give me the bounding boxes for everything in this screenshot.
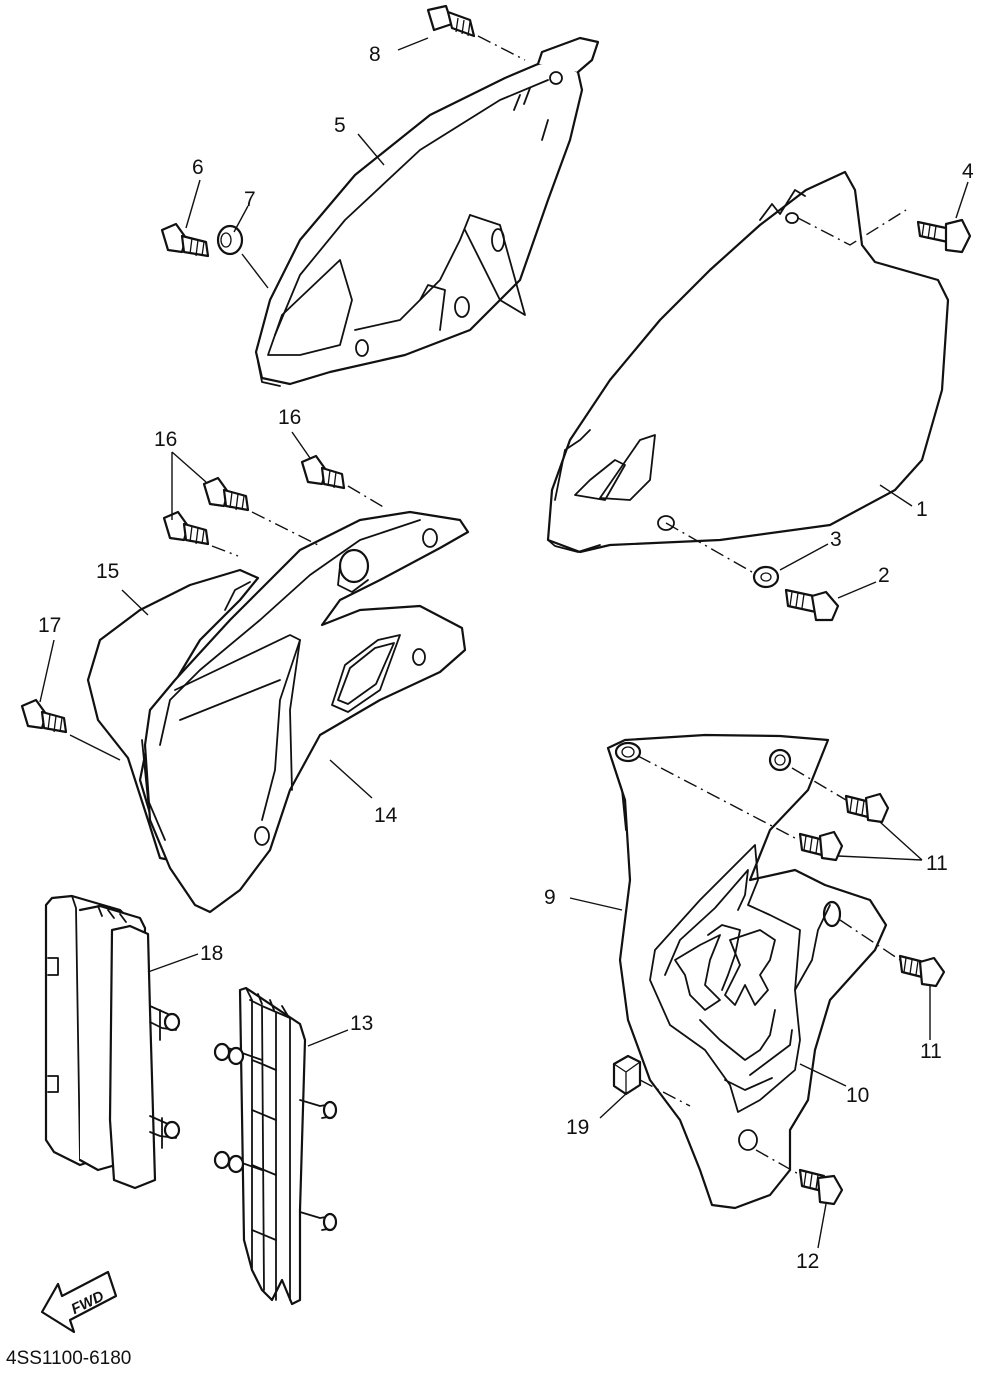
label-part-11-lower: 11 — [920, 1040, 942, 1063]
part-8-bolt — [426, 4, 526, 61]
part-5-side-cover — [254, 36, 600, 387]
part-7-collar — [216, 224, 269, 289]
label-part-2: 2 — [878, 564, 890, 587]
label-part-11-upper: 11 — [926, 852, 948, 875]
label-part-10: 10 — [846, 1084, 869, 1107]
label-part-8: 8 — [369, 43, 381, 66]
part-16-bolt-mid — [202, 476, 319, 546]
label-part-13: 13 — [350, 1012, 373, 1035]
label-part-17: 17 — [38, 614, 61, 637]
forward-arrow: FWD — [40, 1270, 118, 1334]
part-16-bolt-lower — [162, 510, 239, 557]
label-part-15: 15 — [96, 560, 119, 583]
part-2-bolt — [784, 588, 840, 622]
part-3-collar — [752, 565, 780, 589]
label-part-7: 7 — [244, 188, 256, 211]
part-12-bolt — [798, 1168, 844, 1206]
part-19-clip-nut — [612, 1054, 691, 1107]
part-6-bolt — [160, 222, 210, 258]
label-part-16-left: 16 — [154, 428, 177, 451]
part-1-side-panel — [546, 170, 950, 573]
label-part-5: 5 — [334, 114, 346, 137]
label-part-4: 4 — [962, 160, 974, 183]
part-9-shroud — [606, 733, 888, 1210]
part-4-bolt — [916, 218, 972, 254]
label-part-9: 9 — [544, 886, 556, 909]
part-14-radiator-shroud — [141, 510, 470, 914]
leader-lines — [39, 37, 969, 1249]
assembly-line-9-c — [839, 919, 901, 961]
label-part-19: 19 — [566, 1116, 589, 1139]
part-11-bolt-a — [844, 792, 890, 824]
part-number-labels: 8 5 6 7 4 1 3 2 16 16 15 17 14 18 13 9 1… — [6, 43, 974, 1369]
part-10-graphic — [649, 844, 801, 1113]
drawing-code: 4SS1100-6180 — [6, 1348, 131, 1368]
assembly-line-9-a — [637, 755, 796, 839]
label-part-3: 3 — [830, 528, 842, 551]
assembly-line-9-d — [755, 1149, 803, 1177]
part-11-bolt-b — [798, 830, 844, 862]
part-11-bolt-c — [898, 954, 946, 988]
part-18-radiator-guard — [44, 894, 181, 1190]
part-16-bolt-upper — [300, 454, 386, 509]
assembly-line-9-b — [791, 767, 847, 801]
part-17-bolt — [20, 698, 121, 761]
label-part-16-upper: 16 — [278, 406, 301, 429]
label-part-1: 1 — [916, 498, 928, 521]
part-13-radiator-louver — [213, 986, 338, 1306]
label-part-18: 18 — [200, 942, 223, 965]
label-part-6: 6 — [192, 156, 204, 179]
label-part-14: 14 — [374, 804, 398, 827]
label-part-12: 12 — [796, 1250, 819, 1273]
